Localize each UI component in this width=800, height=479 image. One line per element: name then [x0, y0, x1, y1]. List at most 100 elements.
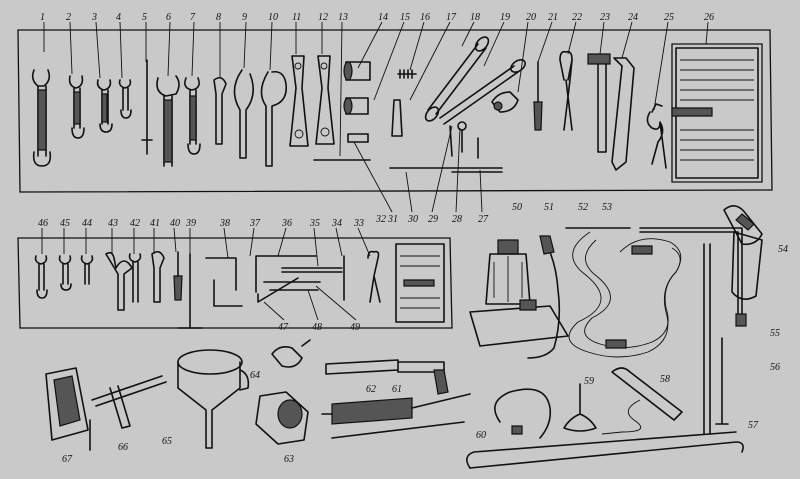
hook-spanner-9: [233, 69, 254, 159]
callout-42: 42: [130, 218, 140, 229]
callout-30: 30: [407, 214, 418, 225]
upper-callouts: 1 2 3 4 5 6 7 8 9 10 11 12 13 14 15 16 1…: [40, 12, 714, 225]
callout-46: 46: [38, 218, 48, 229]
callout-4: 4: [116, 12, 121, 23]
callout-63: 63: [284, 454, 294, 465]
screwdriver-21: [533, 61, 543, 131]
callout-25: 25: [664, 12, 674, 23]
pliers-22: [559, 50, 573, 131]
callout-45: 45: [60, 218, 70, 229]
callout-1: 1: [40, 12, 45, 23]
callout-6: 6: [166, 12, 171, 23]
callout-66: 66: [118, 442, 128, 453]
box-spanner-12: [315, 55, 335, 145]
callout-20: 20: [526, 12, 536, 23]
callout-34: 34: [331, 218, 342, 229]
callout-35: 35: [309, 218, 320, 229]
lower-callouts: 46 45 44 43 42 41 40 39 38 37 36 35 34 3…: [38, 218, 371, 333]
open-end-wrench-7: [184, 77, 201, 155]
tool-case-67: [45, 367, 89, 441]
small-wrenches-39-46: [34, 250, 203, 329]
callout-7: 7: [190, 12, 196, 23]
callout-14: 14: [378, 12, 388, 23]
callout-49: 49: [350, 322, 360, 333]
open-end-wrench-1: [31, 69, 52, 167]
grease-gun-62: [325, 359, 449, 395]
callout-62: 62: [366, 384, 376, 395]
callout-8: 8: [216, 12, 221, 23]
callout-37: 37: [249, 218, 261, 229]
callout-38: 38: [219, 218, 230, 229]
inspection-lamp-58: [601, 367, 683, 435]
callout-64: 64: [250, 370, 260, 381]
callout-16: 16: [420, 12, 430, 23]
callout-41: 41: [150, 218, 160, 229]
bars-35-36: [255, 255, 343, 303]
callout-9: 9: [242, 12, 247, 23]
hydraulic-jack-50: [469, 239, 569, 347]
callout-55: 55: [770, 328, 780, 339]
callout-23: 23: [600, 12, 610, 23]
ring-wrench-8: [213, 76, 227, 145]
callout-10: 10: [268, 12, 278, 23]
bar-56: [715, 337, 729, 425]
ring-wrench-18: [424, 36, 490, 122]
booklet-32: [395, 243, 445, 323]
callout-18: 18: [470, 12, 480, 23]
callout-19: 19: [500, 12, 510, 23]
clamp-64: [271, 339, 311, 368]
small-key-5: [141, 59, 153, 155]
callout-67: 67: [62, 454, 73, 465]
callout-17: 17: [446, 12, 457, 23]
lower-tool-board: 46 45 44 43 42 41 40 39 38 37 36 35 34 3…: [17, 218, 453, 333]
wheel-nut-wrench-63: [255, 391, 309, 445]
adjustable-wrench-6: [156, 75, 180, 167]
callout-65: 65: [162, 436, 172, 447]
callout-28: 28: [452, 214, 462, 225]
loose-item-callouts: 50 51 52 53 54 55 56 57 58 59 60 61 62 6…: [62, 202, 788, 465]
starting-handle-57: [466, 243, 744, 469]
callout-26: 26: [704, 12, 714, 23]
hammer-23: [587, 53, 611, 153]
callout-52: 52: [578, 202, 588, 213]
rods-27-29: [389, 121, 503, 173]
box-spanner-11: [289, 55, 309, 147]
callout-40: 40: [170, 218, 180, 229]
callout-43: 43: [108, 218, 118, 229]
socket-handle-20: [491, 91, 519, 113]
callout-56: 56: [770, 362, 780, 373]
bracket-66: [89, 375, 167, 451]
callout-44: 44: [82, 218, 92, 229]
callout-58: 58: [660, 374, 670, 385]
callout-47: 47: [278, 322, 289, 333]
pliers-25: [646, 103, 667, 169]
callout-21: 21: [548, 12, 558, 23]
callout-12: 12: [318, 12, 328, 23]
small-tools-47-49: [263, 281, 321, 291]
callout-11: 11: [292, 12, 301, 23]
bolt-16: [397, 69, 417, 79]
grease-gun-61: [321, 393, 471, 439]
socket-14: [343, 61, 371, 81]
callout-57: 57: [748, 420, 759, 431]
instruction-booklet-26: [671, 43, 763, 183]
funnel-65: [177, 349, 250, 449]
callout-59: 59: [584, 376, 594, 387]
callout-53: 53: [602, 202, 612, 213]
callout-33: 33: [353, 218, 364, 229]
tyre-lever-24: [611, 57, 635, 171]
callout-5: 5: [142, 12, 147, 23]
hook-spanner-10: [260, 70, 288, 167]
callout-31: 31: [387, 214, 398, 225]
callout-29: 29: [428, 214, 438, 225]
callout-3: 3: [91, 12, 97, 23]
tyre-hose-51: [527, 235, 561, 359]
callout-50: 50: [512, 202, 522, 213]
callout-13: 13: [338, 12, 348, 23]
pump-54: [723, 205, 763, 300]
upper-tool-board: 1 2 3 4 5 6 7 8 9 10 11 12 13 14 15 16 1…: [17, 12, 773, 225]
callout-32: 32: [375, 214, 386, 225]
callout-39: 39: [185, 218, 196, 229]
callout-60: 60: [476, 430, 486, 441]
